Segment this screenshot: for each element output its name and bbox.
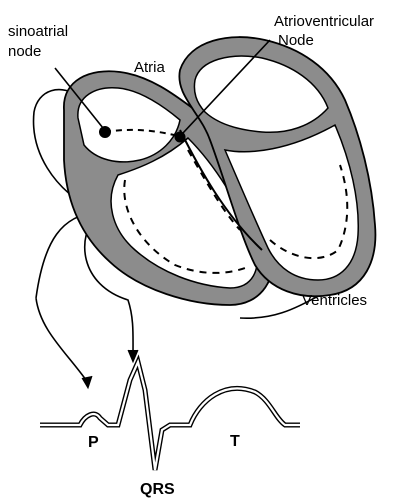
ventricles-label: Ventricles xyxy=(302,291,367,310)
atrioventricular-label-line1: Atrioventricular xyxy=(274,12,374,31)
p-wave-label: P xyxy=(88,433,99,452)
atrioventricular-label-line2: Node xyxy=(278,31,314,50)
atria-label: Atria xyxy=(134,58,165,77)
sinoatrial-node xyxy=(99,126,111,138)
t-wave-label: T xyxy=(230,432,240,451)
arrow-head-left xyxy=(82,376,92,388)
ecg-trace-inner xyxy=(40,362,300,470)
sinoatrial-label-line2: node xyxy=(8,42,41,61)
ecg-trace-outer xyxy=(40,362,300,470)
qrs-label: QRS xyxy=(140,480,175,499)
sinoatrial-label-line1: sinoatrial xyxy=(8,22,68,41)
